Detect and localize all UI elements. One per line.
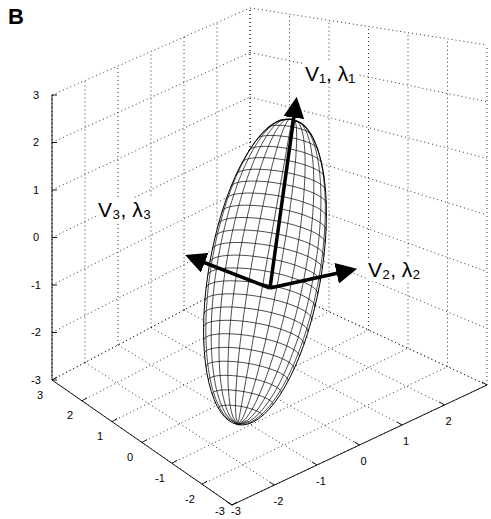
grid-line (52, 8, 250, 95)
axis-tick-label: 0 (359, 456, 367, 467)
grid-line (447, 39, 448, 367)
mesh-line (238, 119, 292, 424)
axis-line (270, 482, 275, 485)
axis-line (52, 95, 57, 96)
axis-line (52, 190, 57, 191)
axis-tick-label: 0 (126, 452, 134, 463)
eigenvector-label: V₃, λ₃ (96, 198, 153, 221)
axis-line (112, 419, 117, 422)
ellipsoid-outline (204, 119, 327, 425)
grid-line (52, 53, 250, 143)
eigenvector-arrows (190, 102, 352, 288)
mesh-line (208, 375, 281, 393)
axis-line (142, 440, 147, 443)
axis-tick-label: 1 (32, 185, 40, 196)
grid-line (52, 380, 232, 505)
grid-line (52, 97, 250, 190)
grid-line (151, 52, 152, 328)
mesh-line (236, 119, 293, 424)
eigenvector-label: V₁, λ₁ (303, 62, 357, 85)
eigenvector-label: V₂, λ₂ (366, 258, 422, 281)
mesh-line (211, 119, 292, 424)
arrow-v1 (270, 102, 296, 288)
mesh-line (215, 230, 324, 256)
axis-tick-label: 2 (66, 410, 74, 421)
mesh-line (218, 218, 325, 244)
axis-tick-label: 1 (402, 436, 410, 447)
axis-tick-label: 0 (32, 232, 40, 243)
grid-line (487, 45, 488, 385)
axis-line (52, 142, 57, 143)
mesh-line (212, 243, 322, 270)
grid-line (250, 8, 487, 45)
panel-letter: B (8, 6, 24, 28)
axis-line (52, 380, 232, 505)
axis-line (52, 237, 57, 238)
mesh-line (238, 119, 325, 424)
mesh-line (205, 347, 295, 369)
axis-tick-label: -3 (214, 506, 226, 517)
axis-line (312, 462, 317, 465)
axis-tick-label: -1 (315, 476, 327, 487)
axis-line (355, 442, 360, 445)
grid-line (250, 53, 487, 102)
mesh-line (204, 334, 300, 357)
axis-line (82, 398, 87, 401)
axis-line (202, 481, 207, 484)
axis-line (52, 377, 57, 380)
axis-line (482, 382, 487, 385)
axis-tick-label: -3 (30, 375, 42, 386)
ellipsoid-wireframe (204, 119, 327, 425)
axis-tick-label: -3 (230, 506, 242, 517)
axis-tick-label: -2 (30, 327, 42, 338)
axis-tick-label: -1 (30, 280, 42, 291)
mesh-line (206, 119, 292, 424)
axis-line (172, 460, 177, 463)
grid-line (408, 33, 409, 349)
axis-tick-label: 2 (444, 416, 452, 427)
mesh-line (206, 361, 288, 381)
axis-tick-label: 3 (36, 390, 44, 401)
mesh-line (228, 119, 292, 424)
mesh-line (204, 320, 304, 344)
mesh-line (212, 390, 273, 405)
axis-tick-label: 2 (32, 137, 40, 148)
grid-line (184, 37, 185, 310)
mesh-line (210, 255, 320, 282)
axis-tick-label: 3 (32, 90, 40, 101)
axis-line (397, 422, 402, 425)
mesh-line (238, 119, 314, 424)
arrow-v3 (190, 257, 270, 288)
axis-line (232, 502, 237, 505)
axis-tick-label: -1 (154, 473, 166, 484)
axis-tick-label: -2 (184, 494, 196, 505)
axis-line (52, 332, 57, 333)
axis-line (440, 402, 445, 405)
axis-line (227, 502, 232, 505)
axis-tick-label: 1 (96, 431, 104, 442)
axis-line (52, 285, 57, 286)
arrow-v2 (270, 270, 352, 288)
axis-grid (52, 8, 487, 505)
axis-tick-label: -2 (273, 496, 285, 507)
